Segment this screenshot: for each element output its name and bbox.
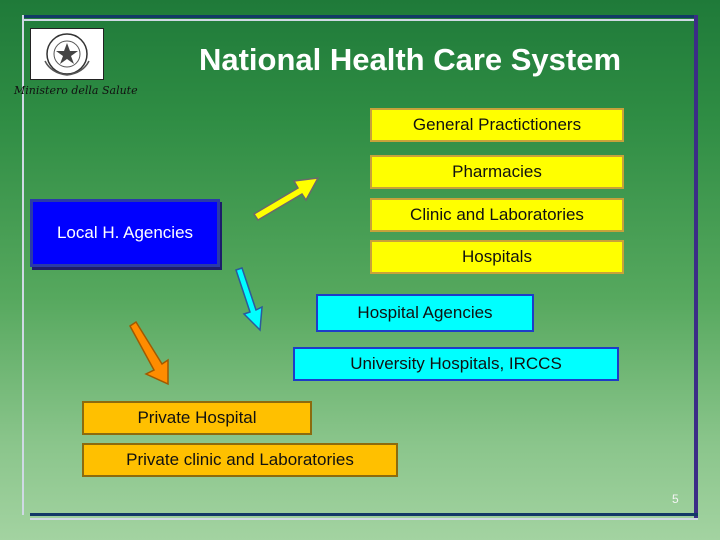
frame-bottom-line bbox=[30, 513, 698, 516]
frame-right-line bbox=[694, 15, 698, 520]
private-hospital-box: Private Hospital bbox=[82, 401, 312, 435]
hospital-agencies-box: Hospital Agencies bbox=[316, 294, 534, 332]
pharmacies-box: Pharmacies bbox=[370, 155, 624, 189]
general-practitioners-box: General Practictioners bbox=[370, 108, 624, 142]
clinic-laboratories-box: Clinic and Laboratories bbox=[370, 198, 624, 232]
university-hospitals-box: University Hospitals, IRCCS bbox=[293, 347, 619, 381]
hospitals-box: Hospitals bbox=[370, 240, 624, 274]
private-clinic-box: Private clinic and Laboratories bbox=[82, 443, 398, 477]
frame-left-line bbox=[22, 15, 24, 515]
local-agencies-box: Local H. Agencies bbox=[30, 199, 220, 267]
frame-top-line bbox=[22, 15, 698, 18]
italian-republic-emblem-icon bbox=[44, 33, 90, 76]
frame-top-line-light bbox=[22, 19, 698, 21]
ministry-logo bbox=[30, 28, 104, 80]
page-number: 5 bbox=[672, 492, 679, 506]
cyan-arrow-icon bbox=[235, 267, 263, 332]
slide-title: National Health Care System bbox=[198, 42, 622, 77]
orange-arrow-icon bbox=[129, 320, 169, 386]
frame-bottom-line-light bbox=[30, 518, 698, 520]
ministry-label: Ministero della Salute bbox=[14, 84, 138, 97]
yellow-arrow-icon bbox=[252, 177, 320, 222]
